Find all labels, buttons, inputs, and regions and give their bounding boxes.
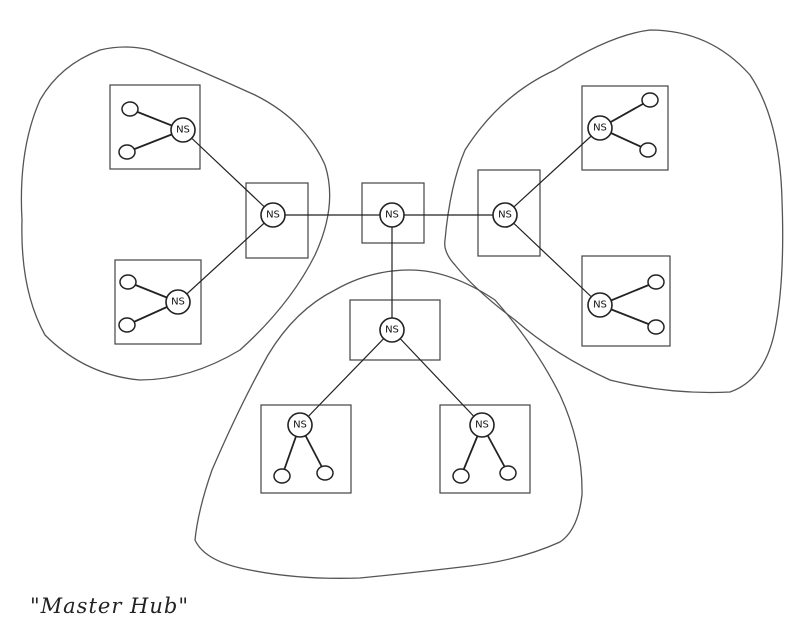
- ns-node-right-hub: NS: [492, 202, 518, 228]
- box-master-hub: [361, 182, 425, 244]
- box-bottom-left: [260, 404, 352, 494]
- ns-node-bottom-left: NS: [287, 412, 313, 438]
- leaf-node: [452, 468, 470, 484]
- leaf-node: [639, 142, 657, 158]
- bottom-cloud: [194, 269, 583, 579]
- link-right-hub-to-right-bottom: [504, 214, 601, 306]
- link-right-hub-to-right-top: [504, 127, 601, 216]
- ns-node-master-hub: NS: [379, 202, 405, 228]
- leaf-node: [118, 317, 136, 333]
- box-right-hub: [477, 169, 541, 257]
- box-right-bottom: [581, 255, 671, 347]
- link-bottom-hub-to-bottom-right: [391, 329, 483, 426]
- ns-label: NS: [385, 325, 399, 336]
- leaf-node: [119, 274, 137, 290]
- leaf-node: [273, 468, 291, 484]
- box-right-top: [581, 85, 669, 171]
- ns-label: NS: [266, 210, 280, 221]
- box-left-hub: [245, 182, 309, 259]
- ns-label: NS: [176, 125, 190, 136]
- leaf-node: [121, 101, 139, 117]
- right-cloud: [444, 29, 784, 394]
- box-left-top: [109, 84, 201, 170]
- link-bottom-hub-to-bottom-left: [299, 329, 393, 426]
- ns-node-bottom-hub: NS: [379, 317, 405, 343]
- ns-label: NS: [593, 123, 607, 134]
- ns-node-left-bottom: NS: [165, 289, 191, 315]
- link-left-bottom-to-left-hub: [177, 214, 274, 303]
- box-bottom-right: [439, 404, 531, 494]
- diagram-caption: "Master Hub": [30, 594, 189, 618]
- ns-node-left-top: NS: [170, 117, 196, 143]
- ns-label: NS: [475, 420, 489, 431]
- leaf-node: [647, 274, 665, 290]
- ns-node-bottom-right: NS: [469, 412, 495, 438]
- leaf-node: [316, 465, 334, 481]
- box-bottom-hub: [349, 299, 441, 361]
- leaf-node: [118, 144, 136, 160]
- box-left-bottom: [114, 259, 202, 345]
- ns-label: NS: [593, 300, 607, 311]
- leaf-node: [641, 92, 659, 108]
- ns-label: NS: [498, 210, 512, 221]
- ns-node-right-top: NS: [587, 115, 613, 141]
- leaf-node: [647, 319, 665, 335]
- ns-node-right-bottom: NS: [587, 292, 613, 318]
- link-left-top-to-left-hub: [182, 129, 274, 216]
- leaf-node: [499, 465, 517, 481]
- ns-label: NS: [293, 420, 307, 431]
- left-cloud: [20, 46, 331, 381]
- ns-label: NS: [171, 297, 185, 308]
- ns-node-left-hub: NS: [260, 202, 286, 228]
- ns-label: NS: [385, 210, 399, 221]
